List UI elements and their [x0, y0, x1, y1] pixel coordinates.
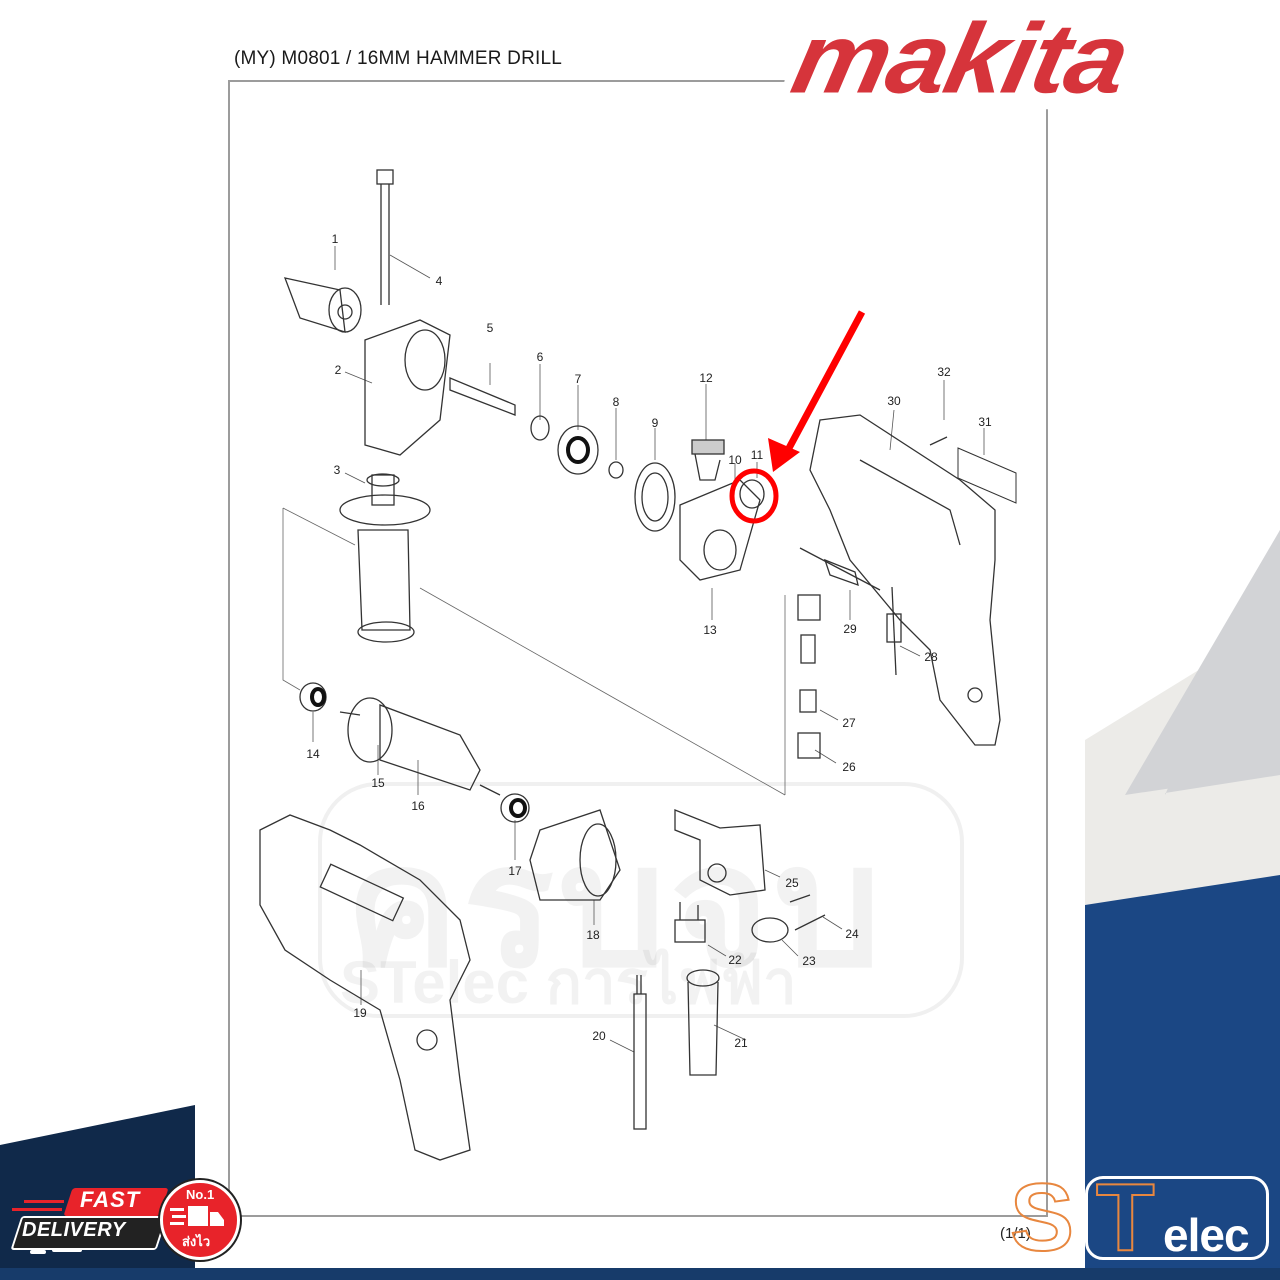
part-label-8[interactable]: 8: [612, 395, 620, 409]
stelec-logo-s: S: [1009, 1164, 1075, 1271]
part-label-7[interactable]: 7: [574, 372, 582, 386]
part-label-5[interactable]: 5: [486, 321, 494, 335]
stelec-logo-frame: [1085, 1176, 1269, 1260]
part-label-30[interactable]: 30: [887, 394, 901, 408]
fast-text: FAST: [80, 1187, 141, 1212]
part-label-11[interactable]: 11: [750, 448, 764, 462]
page-indicator: (1/1): [1000, 1225, 1031, 1242]
diagram-frame: [228, 80, 1048, 1217]
part-label-20[interactable]: 20: [592, 1029, 606, 1043]
stelec-logo-elec: elec: [1163, 1209, 1250, 1261]
watermark-frame: [318, 782, 964, 1018]
part-label-25[interactable]: 25: [785, 876, 799, 890]
stelec-logo-t: T: [1095, 1164, 1156, 1271]
watermark-subtext: STelec การไฟฟ้า: [340, 949, 797, 1016]
part-label-27[interactable]: 27: [842, 716, 856, 730]
part-label-2[interactable]: 2: [334, 363, 342, 377]
part-label-4[interactable]: 4: [435, 274, 443, 288]
red-arrow-icon: [768, 310, 866, 472]
makita-logo: makita: [778, 2, 1143, 114]
fast-delivery-badge: FAST DELIVERY No.1 ส่งไว: [0, 1180, 240, 1260]
part-label-6[interactable]: 6: [536, 350, 544, 364]
part-label-16[interactable]: 16: [411, 799, 425, 813]
part-label-31[interactable]: 31: [978, 415, 992, 429]
part-label-9[interactable]: 9: [651, 416, 659, 430]
part-label-28[interactable]: 28: [924, 650, 938, 664]
watermark-text: ครบจบ: [345, 812, 886, 1002]
part-label-26[interactable]: 26: [842, 760, 856, 774]
part-label-32[interactable]: 32: [937, 365, 951, 379]
part-label-14[interactable]: 14: [306, 747, 320, 761]
part-label-29[interactable]: 29: [843, 622, 857, 636]
part-label-1[interactable]: 1: [331, 232, 339, 246]
part-label-17[interactable]: 17: [508, 864, 522, 878]
part-label-19[interactable]: 19: [353, 1006, 367, 1020]
parts-sheet: [195, 0, 1085, 1268]
document-title: (MY) M0801 / 16MM HAMMER DRILL: [234, 48, 563, 69]
part-label-18[interactable]: 18: [586, 928, 600, 942]
part-label-12[interactable]: 12: [699, 371, 713, 385]
highlight-circle-icon: [729, 468, 779, 524]
part-label-3[interactable]: 3: [333, 463, 341, 477]
part-label-15[interactable]: 15: [371, 776, 385, 790]
part-label-10[interactable]: 10: [728, 453, 742, 467]
truck-icon: [170, 1206, 224, 1226]
part-label-24[interactable]: 24: [845, 927, 859, 941]
part-label-13[interactable]: 13: [703, 623, 717, 637]
no1-text: No.1: [186, 1187, 215, 1202]
delivery-text: DELIVERY: [22, 1219, 126, 1241]
thai-fast-text: ส่งไว: [182, 1234, 211, 1249]
no1-circle: [160, 1180, 240, 1260]
part-label-23[interactable]: 23: [802, 954, 816, 968]
part-label-22[interactable]: 22: [728, 953, 742, 967]
part-label-21[interactable]: 21: [734, 1036, 748, 1050]
